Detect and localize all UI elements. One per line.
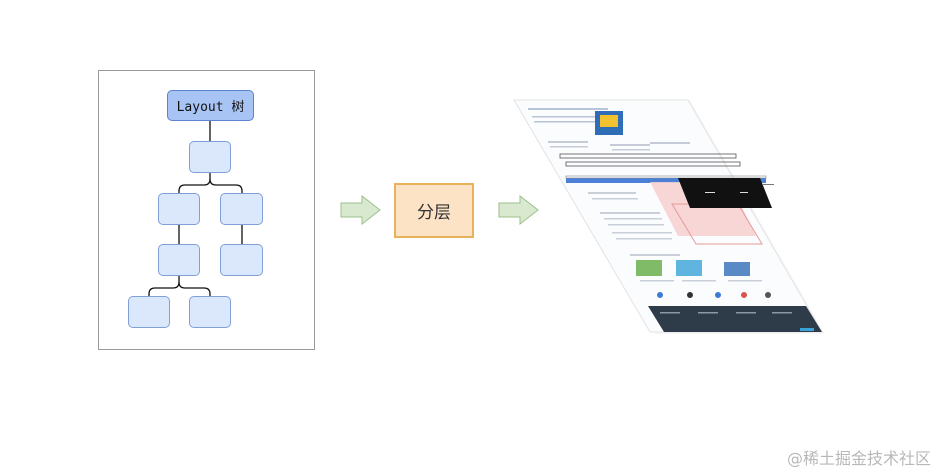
layout-tree-root-node: Layout 树 — [167, 90, 254, 121]
tree-node — [128, 296, 170, 328]
tree-node — [220, 193, 263, 225]
layering-step-box: 分层 — [394, 183, 474, 238]
layering-step-label: 分层 — [417, 203, 451, 223]
layers-drawing — [513, 99, 825, 334]
tree-node — [189, 296, 231, 328]
tree-connectors — [148, 121, 243, 296]
tree-node — [158, 244, 200, 276]
right-arrow-icon — [340, 195, 381, 225]
layout-tree-root-label: Layout 树 — [176, 100, 245, 115]
layout-tree-panel: Layout 树 — [98, 70, 315, 350]
layered-page-illustration — [500, 96, 830, 336]
tree-node — [189, 141, 231, 173]
tree-node — [158, 193, 200, 225]
tree-node — [220, 244, 263, 276]
right-arrow-icon — [498, 195, 539, 225]
watermark: @稀土掘金技术社区 — [786, 449, 931, 468]
